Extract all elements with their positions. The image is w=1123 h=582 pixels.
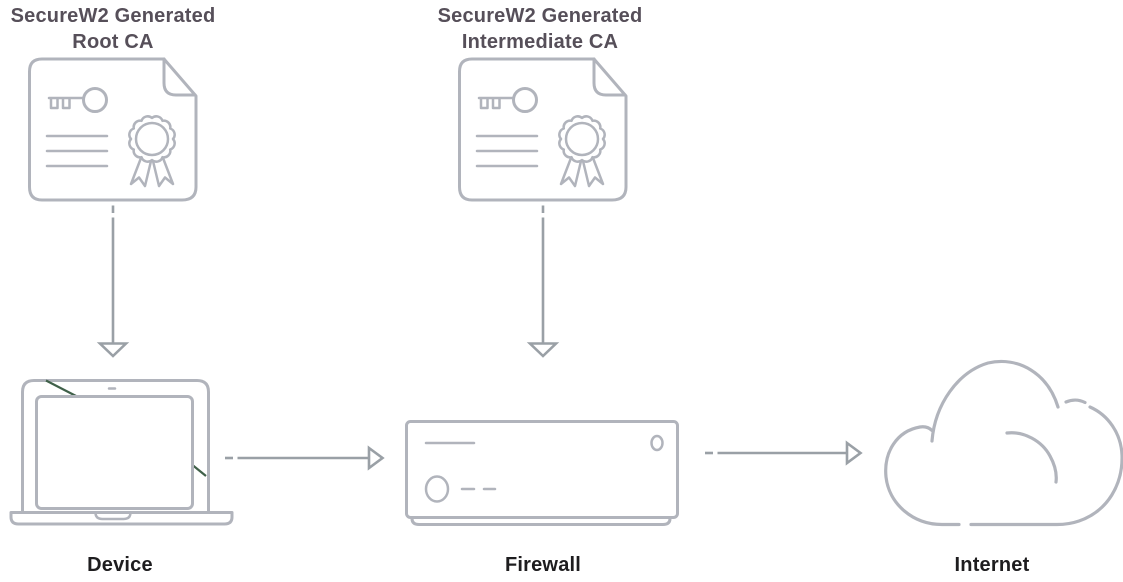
key-shaft xyxy=(477,96,515,110)
arrow-down-icon xyxy=(96,205,130,358)
arrow-right-icon xyxy=(705,440,863,466)
cloud-icon xyxy=(884,360,1123,527)
certificate-text-lines xyxy=(45,134,109,168)
arrow-down-icon xyxy=(526,205,560,358)
key-bow xyxy=(512,87,538,113)
cloud-inner-arc xyxy=(1005,431,1058,484)
rosette-inner-circle xyxy=(134,121,170,157)
firewall-chassis xyxy=(405,420,679,519)
rosette-ribbons xyxy=(559,156,605,188)
key-shaft xyxy=(47,96,85,110)
arrow-right-icon xyxy=(225,445,385,471)
certificate-icon xyxy=(458,57,628,202)
rosette-ribbons xyxy=(129,156,175,188)
firewall-power-button xyxy=(424,475,450,503)
rosette-inner-circle xyxy=(564,121,600,157)
intermediate-ca-caption: SecureW2 Generated Intermediate CA xyxy=(428,3,652,55)
laptop-screen xyxy=(35,395,194,510)
device-label: Device xyxy=(87,554,153,576)
certificate-icon xyxy=(28,57,198,202)
root-ca-caption-line1: SecureW2 Generated xyxy=(10,5,216,27)
laptop-icon xyxy=(9,379,234,526)
firewall-led xyxy=(650,434,664,452)
firewall-icon xyxy=(405,420,679,526)
certificate-text-lines xyxy=(475,134,539,168)
root-ca-caption-line2: Root CA xyxy=(72,31,154,53)
root-ca-caption: SecureW2 Generated Root CA xyxy=(1,3,225,55)
artifact-line xyxy=(45,379,78,398)
laptop-base-notch xyxy=(94,511,132,521)
internet-label: Internet xyxy=(954,554,1030,576)
key-bow xyxy=(82,87,108,113)
intermediate-ca-caption-line1: SecureW2 Generated xyxy=(437,5,643,27)
folded-corner xyxy=(162,57,197,97)
folded-corner xyxy=(592,57,627,97)
firewall-label: Firewall xyxy=(504,554,582,576)
intermediate-ca-caption-line2: Intermediate CA xyxy=(461,31,619,53)
